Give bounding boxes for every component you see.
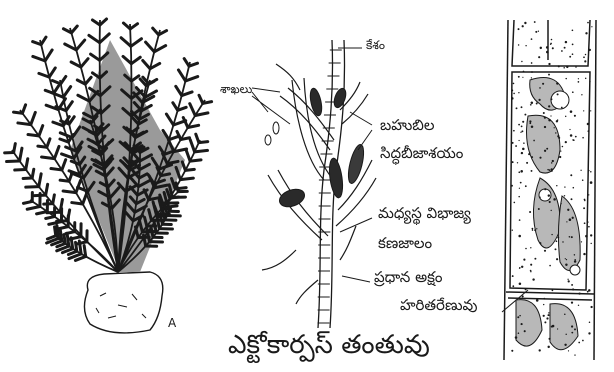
figure-caption: ఎక్టోకార్పస్ తంతువు xyxy=(228,330,430,366)
label-intercalary-1: మధ్యస్థ విభాజ్య xyxy=(378,204,471,226)
panel-letter: A xyxy=(168,316,176,330)
label-hair: కేశం xyxy=(366,38,385,55)
chromatophores xyxy=(516,78,580,350)
label-chromatophore: హరితరేణువు xyxy=(400,296,478,318)
label-plurilocular-1: బహుబిల xyxy=(380,116,435,138)
substratum-rock xyxy=(84,272,162,333)
filament-branched xyxy=(262,40,376,328)
label-branches: శాఖలు xyxy=(220,82,252,99)
label-main-axis: ప్రధాన అక్షం xyxy=(374,268,443,290)
label-plurilocular-2: సిద్ధబీజాశయం xyxy=(380,144,463,166)
label-intercalary-2: కణజాలం xyxy=(378,234,432,256)
